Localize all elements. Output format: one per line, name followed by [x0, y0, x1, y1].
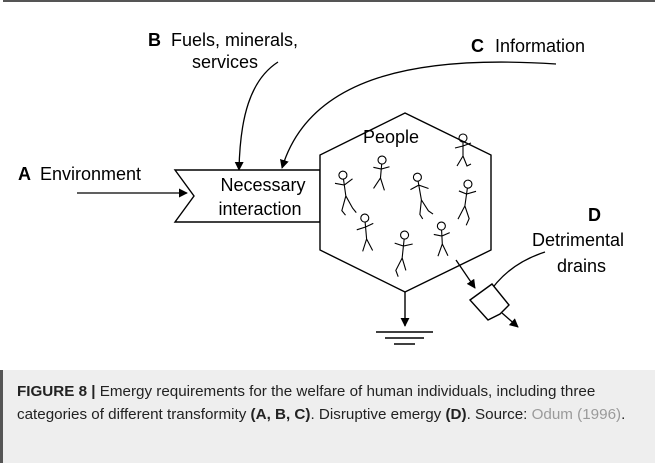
label-c: C Information [471, 36, 585, 56]
drain-output-arrow [501, 312, 519, 328]
drain-symbol [468, 283, 510, 321]
interaction-symbol [173, 169, 321, 223]
person-figure [454, 133, 472, 167]
label-b: B Fuels, minerals, services [148, 30, 298, 72]
person-figure [410, 172, 434, 220]
drain-label-line2: drains [557, 256, 606, 276]
fuels-label-line1: Fuels, minerals, [171, 30, 298, 50]
interaction-line1: Necessary [220, 175, 305, 195]
letter-c: C [471, 36, 484, 56]
categories-bold: (A, B, C) [250, 406, 311, 423]
person-figure [334, 170, 357, 216]
fuels-label-line2: services [192, 52, 258, 72]
source-link[interactable]: Odum (1996) [531, 406, 622, 423]
emergy-diagram: A Environment B Fuels, minerals, service… [18, 30, 624, 345]
people-label: People [363, 127, 419, 147]
caption-text: Emergy requirements for the welfare of h… [17, 383, 596, 423]
ground-icon [376, 331, 433, 345]
letter-a: A [18, 164, 31, 184]
caption-panel: FIGURE 8 | Emergy requirements for the w… [0, 370, 655, 463]
letter-d: D [588, 205, 601, 225]
interaction-line2: interaction [218, 199, 301, 219]
person-figure [356, 213, 374, 252]
caption-text: . [621, 406, 626, 423]
information-label: Information [495, 36, 585, 56]
stick-figures [334, 133, 477, 277]
drain-flow-line [455, 259, 476, 289]
caption-text: . Source: [466, 406, 532, 423]
drain-label-line1: Detrimental [532, 230, 624, 250]
environment-label: Environment [40, 164, 141, 184]
label-d: D Detrimental drains [532, 205, 624, 276]
top-rule [3, 0, 655, 2]
fuels-arrow [234, 61, 279, 171]
figure-label: FIGURE 8 | [17, 383, 96, 400]
person-figure [394, 230, 413, 277]
information-arrow [280, 61, 557, 169]
person-figure [457, 179, 477, 226]
caption-text: . Disruptive emergy [310, 406, 446, 423]
figure-caption: FIGURE 8 | Emergy requirements for the w… [17, 380, 647, 426]
person-figure [433, 221, 450, 257]
d-bold: (D) [445, 406, 467, 423]
label-a: A Environment [18, 164, 141, 184]
letter-b: B [148, 30, 161, 50]
person-figure [373, 155, 390, 191]
